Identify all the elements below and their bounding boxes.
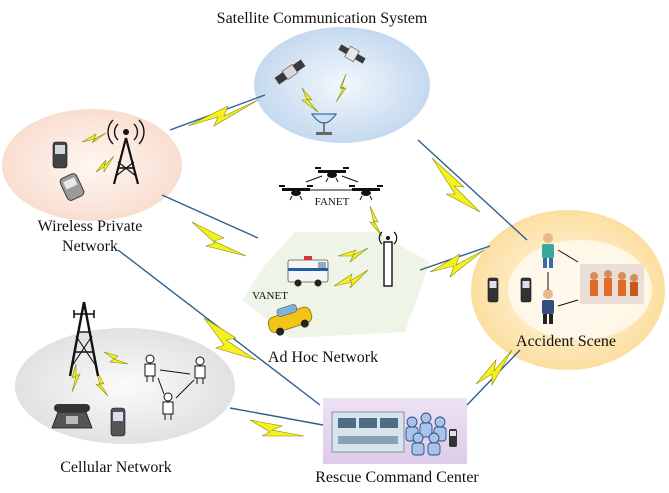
mobile-phone-icon <box>59 173 85 201</box>
bolt-adhoc-local-2 <box>337 247 369 263</box>
rescuer-icon <box>542 233 554 268</box>
control-room-icon <box>331 411 405 453</box>
wireless-label-line1: Wireless Private <box>37 218 143 235</box>
mobile-phone-icon <box>52 141 68 169</box>
bolt-satellite-accident <box>431 157 481 213</box>
wireless-links <box>71 73 513 437</box>
mobile-phone-icon <box>110 407 126 437</box>
cell-tower-icon <box>68 301 100 377</box>
fanet-label: FANET <box>314 196 350 208</box>
bolt-wireless-rescue <box>203 317 257 361</box>
bolt-cell-local-2 <box>71 363 81 393</box>
bolt-cellular-rescue <box>249 419 305 437</box>
mobile-phone-icon <box>487 277 499 303</box>
vanet-label: VANET <box>252 290 288 302</box>
drone-icon <box>279 185 313 201</box>
bolt-cell-local-3 <box>95 369 109 397</box>
bolt-sat-local-1 <box>301 87 319 113</box>
accident-label: Accident Scene <box>516 333 616 350</box>
wireless-region <box>2 109 182 221</box>
rescue-label: Rescue Command Center <box>315 469 479 486</box>
bolt-sat-local-2 <box>335 73 347 103</box>
mobile-phone-icon <box>520 277 532 303</box>
adhoc-label: Ad Hoc Network <box>267 349 379 366</box>
bolt-adhoc-local-3 <box>369 205 383 237</box>
accident-links <box>547 249 579 307</box>
wireless-label-line2: Network <box>62 238 118 255</box>
satellite-icon <box>338 44 366 64</box>
satellite-icon <box>274 59 306 85</box>
cellular-label: Cellular Network <box>60 459 172 476</box>
bolt-wireless-satellite <box>187 99 259 127</box>
drone-icon <box>315 167 349 183</box>
ambulance-icon <box>287 256 329 287</box>
desk-phone-icon <box>51 404 93 429</box>
mobile-phone-icon <box>449 429 457 447</box>
taxi-car-icon <box>267 304 313 336</box>
drone-icon <box>349 185 383 201</box>
crowd-icon <box>405 412 447 456</box>
fanet-links <box>305 175 359 191</box>
antenna-icon <box>378 231 398 287</box>
person-icon <box>194 356 206 384</box>
bolt-adhoc-accident <box>429 249 485 278</box>
person-icon <box>162 392 174 420</box>
bolt-wireless-adhoc <box>191 221 247 257</box>
bolt-rescue-accident <box>475 349 513 387</box>
ground-station-dish-icon <box>310 113 338 135</box>
bolt-local-2 <box>95 155 115 174</box>
radio-tower-icon <box>107 119 145 185</box>
rescue-team-icon <box>580 264 644 304</box>
satellite-label: Satellite Communication System <box>216 10 428 27</box>
bolt-adhoc-local-1 <box>333 269 369 289</box>
rescuer-icon <box>542 289 554 324</box>
person-icon <box>144 354 156 382</box>
bolt-cell-local-1 <box>103 351 129 365</box>
bolt-local-1 <box>81 132 107 144</box>
cellular-people <box>144 354 206 420</box>
